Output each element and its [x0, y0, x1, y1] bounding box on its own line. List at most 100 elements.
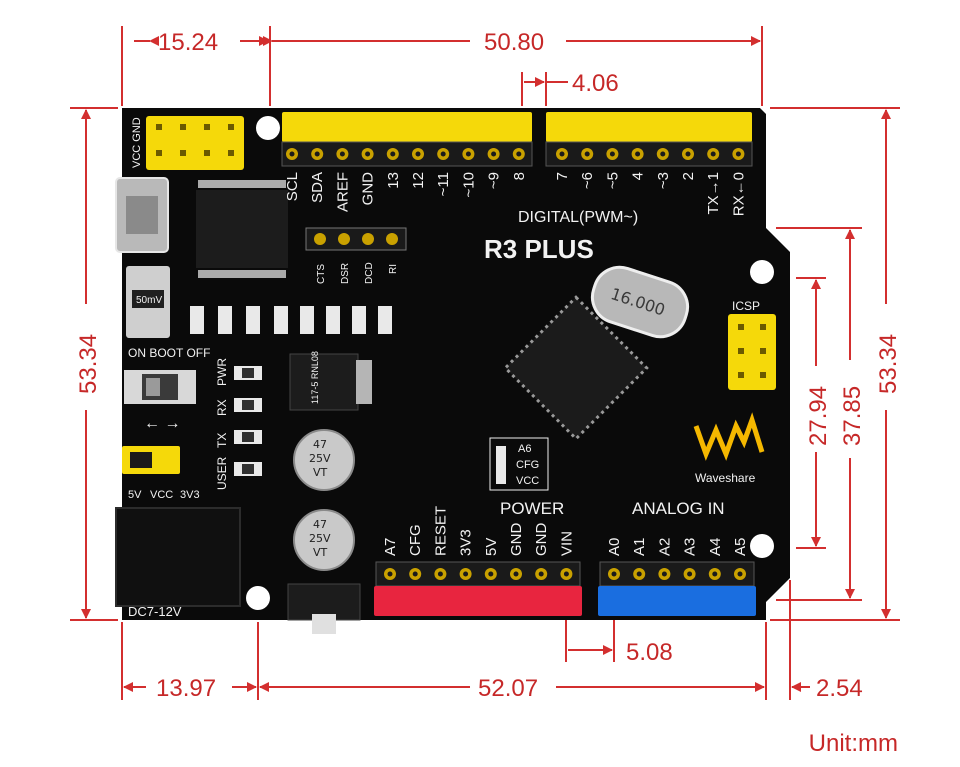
pin-label: 4 — [630, 172, 647, 180]
status-leds: PWR RX TX USER — [215, 358, 262, 490]
pin-hole-center — [584, 151, 590, 157]
reset-button — [287, 583, 361, 634]
waveshare-logo: Waveshare — [693, 412, 765, 485]
vcc-gnd-label: VCC GND — [131, 117, 143, 168]
pin-label: TX→1 — [705, 172, 722, 215]
pin-hole-center — [491, 151, 497, 157]
mount-hole-top — [256, 116, 280, 140]
pin-hole-center — [636, 571, 642, 577]
pin-label: A5 — [732, 538, 749, 556]
power-header — [374, 561, 582, 616]
pin-hole-center — [314, 151, 320, 157]
pin-hole-center — [687, 571, 693, 577]
vcc-gnd-header: VCC GND — [131, 116, 244, 170]
pin-label: AREF — [334, 172, 351, 212]
svg-text:← →: ← → — [144, 415, 180, 432]
pin-hole-center — [661, 571, 667, 577]
jumper-label-vcc: VCC — [150, 489, 173, 501]
icsp-label: ICSP — [732, 299, 760, 313]
pin-label: A0 — [606, 538, 623, 556]
analog-label: ANALOG IN — [632, 499, 725, 518]
led-label-pwr: PWR — [215, 358, 229, 386]
dim-bottom-left: 13.97 — [156, 675, 216, 702]
pin-label: GND — [508, 523, 525, 557]
resistor-row — [190, 306, 392, 334]
crystal: 16.000 — [590, 265, 690, 339]
pin-hole-center — [339, 151, 345, 157]
pin-label: A4 — [707, 538, 724, 556]
pin-hole-center — [516, 151, 522, 157]
dc-label: DC7-12V — [128, 604, 182, 619]
switch-label: ON BOOT OFF — [128, 346, 210, 360]
pin-label: ~11 — [435, 172, 452, 196]
top-header-right — [545, 112, 753, 167]
jumper-label-3v3: 3V3 — [180, 489, 200, 501]
pin-label: ~3 — [655, 172, 672, 189]
pin-label: SCL — [284, 172, 301, 201]
uart-label-cts: CTS — [316, 264, 327, 284]
jumper-label-5v: 5V — [128, 489, 142, 501]
pin-label: 13 — [385, 172, 402, 189]
pin-hole-center — [635, 151, 641, 157]
dc-jack: DC7-12V — [115, 507, 241, 619]
dim-right-inner-2: 37.85 — [839, 386, 866, 446]
pin-label: 3V3 — [458, 529, 475, 556]
unit-label: Unit:mm — [808, 730, 898, 757]
led-label-rx: RX — [215, 399, 229, 416]
boot-switch: ← → — [124, 370, 196, 432]
dim-bottom-small: 5.08 — [626, 639, 673, 666]
cap2-label-value: 47 — [313, 518, 327, 531]
mount-hole-right-bottom — [750, 534, 774, 558]
uart-pads: CTS DSR DCD RI — [305, 227, 407, 284]
pin-hole-center — [538, 571, 544, 577]
pin-label: RESET — [432, 506, 449, 556]
regulator-label: 117-5 RNL08 — [310, 351, 320, 404]
pin-hole-center — [390, 151, 396, 157]
top-pin-holes — [286, 148, 745, 160]
pin-hole-center — [440, 151, 446, 157]
voltage-regulator: 117-5 RNL08 — [289, 351, 372, 411]
brand-label: Waveshare — [695, 471, 756, 485]
dim-top-main: 50.80 — [484, 29, 544, 56]
pin-hole-center — [710, 151, 716, 157]
pin-hole-center — [712, 571, 718, 577]
pin-hole-center — [415, 151, 421, 157]
fuse: 50mV — [126, 266, 170, 338]
pin-hole-center — [412, 571, 418, 577]
dim-top-small: 4.06 — [572, 70, 619, 97]
fuse-label: 50mV — [136, 295, 162, 306]
board-name: R3 PLUS — [484, 234, 594, 264]
pin-label: ~9 — [486, 172, 503, 189]
pin-hole-center — [513, 571, 519, 577]
pin-label: A2 — [656, 538, 673, 556]
pin-hole-center — [685, 151, 691, 157]
pcb-board — [122, 108, 790, 620]
cfg-label-cfg: CFG — [516, 459, 539, 471]
pin-label: GND — [360, 172, 377, 206]
pin-hole-center — [437, 571, 443, 577]
cap1-label-type: VT — [313, 466, 328, 479]
mcu-chip — [503, 295, 649, 441]
dim-bottom-right: 2.54 — [816, 675, 863, 702]
pin-hole-center — [387, 571, 393, 577]
cfg-label-vcc: VCC — [516, 475, 539, 487]
pin-hole-center — [465, 151, 471, 157]
pin-hole-center — [609, 151, 615, 157]
pin-label: RX←0 — [730, 172, 747, 216]
power-label: POWER — [500, 499, 564, 518]
uart-label-dcd: DCD — [364, 262, 375, 284]
cap1-label-voltage: 25V — [309, 452, 331, 465]
pin-label: ~6 — [579, 172, 596, 189]
dim-top-left: 15.24 — [158, 29, 218, 56]
pin-hole-center — [488, 571, 494, 577]
cap2-label-type: VT — [313, 546, 328, 559]
pin-label: A7 — [382, 538, 399, 556]
capacitor-2: 47 25V VT — [293, 509, 355, 571]
mount-hole-bottom — [246, 586, 270, 610]
pin-hole-center — [611, 571, 617, 577]
uart-label-dsr: DSR — [340, 263, 351, 284]
pin-label: VIN — [558, 531, 575, 556]
pin-hole-center — [660, 151, 666, 157]
